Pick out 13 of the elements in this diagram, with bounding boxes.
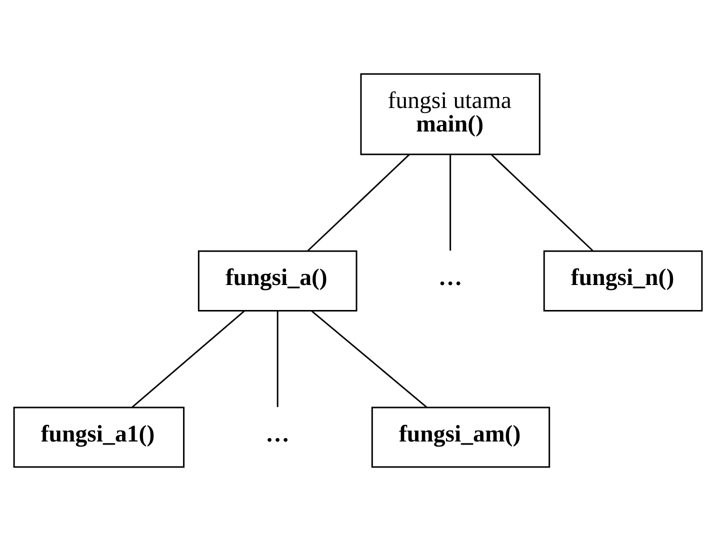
- node-box: fungsi_n(): [543, 250, 703, 311]
- node-text: …: [266, 420, 290, 447]
- node-box: fungsi_a(): [198, 250, 358, 311]
- connector: [276, 310, 278, 407]
- connector: [307, 153, 410, 251]
- node-text: …: [438, 264, 462, 291]
- node-box: fungsi utama main(): [360, 72, 540, 155]
- connector: [131, 310, 245, 408]
- connector: [490, 153, 594, 251]
- node-box: fungsi_am(): [371, 406, 550, 468]
- node-box: fungsi_a1(): [13, 406, 185, 468]
- connector: [450, 154, 452, 250]
- connector: [311, 310, 428, 408]
